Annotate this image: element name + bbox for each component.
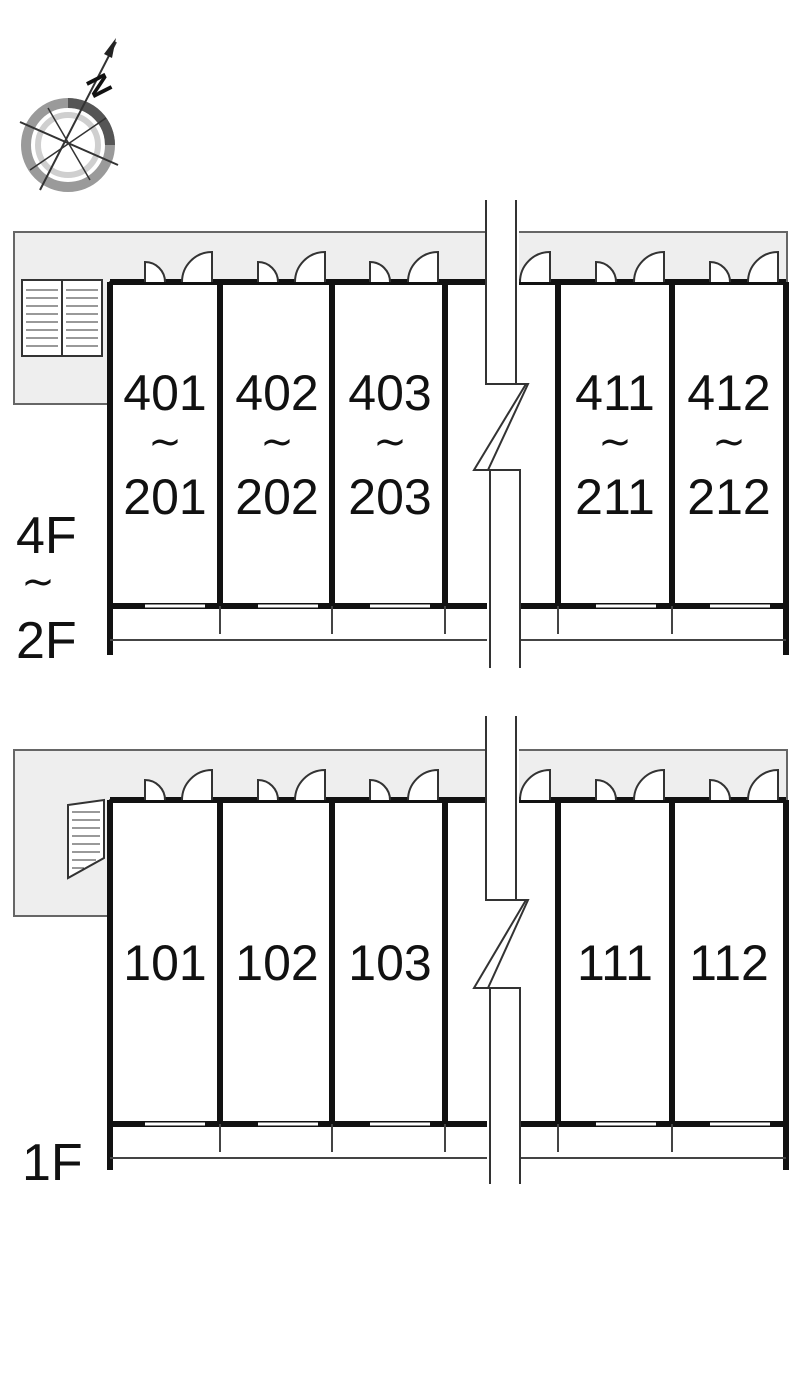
unit-label-top: 402 xyxy=(235,365,318,421)
unit-label-bottom: 203 xyxy=(348,469,431,525)
break-line-icon xyxy=(472,716,530,1186)
compass-north-label: N xyxy=(79,69,118,103)
unit-label-top: 401 xyxy=(123,365,206,421)
unit-101-label: 101 xyxy=(123,935,206,991)
unit-label-bottom: 202 xyxy=(235,469,318,525)
unit-401-201: 401 ~ 201 xyxy=(123,365,206,525)
unit-112-label: 112 xyxy=(689,935,769,991)
unit-label-bottom: 212 xyxy=(687,469,770,525)
floor-label-sep: ~ xyxy=(21,559,55,605)
stairs-icon xyxy=(21,279,103,357)
unit-label-top: 412 xyxy=(687,365,770,421)
door-icons xyxy=(144,250,779,283)
north-arrow-compass-icon: N xyxy=(19,38,119,192)
floor-label-1f: 1F xyxy=(22,1134,83,1192)
stairs-icon xyxy=(67,798,105,880)
door-icons xyxy=(144,768,779,801)
upper-floor-block: 401 ~ 201 402 ~ 202 403 ~ 203 411 ~ 211 … xyxy=(13,200,789,670)
unit-label-bottom: 201 xyxy=(123,469,206,525)
ground-floor-block: 101 102 103 111 112 1F xyxy=(13,716,789,1192)
unit-402-202: 402 ~ 202 xyxy=(235,365,318,525)
unit-range-sep: ~ xyxy=(598,419,632,465)
unit-label-top: 403 xyxy=(348,365,431,421)
unit-range-sep: ~ xyxy=(712,419,746,465)
unit-range-sep: ~ xyxy=(260,419,294,465)
unit-403-203: 403 ~ 203 xyxy=(348,365,431,525)
break-line-icon xyxy=(472,200,530,670)
unit-range-sep: ~ xyxy=(373,419,407,465)
unit-412-212: 412 ~ 212 xyxy=(687,365,770,525)
floor-label-top: 4F xyxy=(16,507,77,565)
floor-label-4f-2f: 4F ~ 2F xyxy=(16,507,77,670)
unit-label-top: 411 xyxy=(575,365,655,421)
floor-label-bottom: 2F xyxy=(16,612,77,670)
unit-range-sep: ~ xyxy=(148,419,182,465)
unit-label-bottom: 211 xyxy=(575,469,655,525)
unit-102-label: 102 xyxy=(235,935,318,991)
unit-411-211: 411 ~ 211 xyxy=(575,365,655,525)
unit-111-label: 111 xyxy=(577,935,653,991)
unit-103-label: 103 xyxy=(348,935,431,991)
